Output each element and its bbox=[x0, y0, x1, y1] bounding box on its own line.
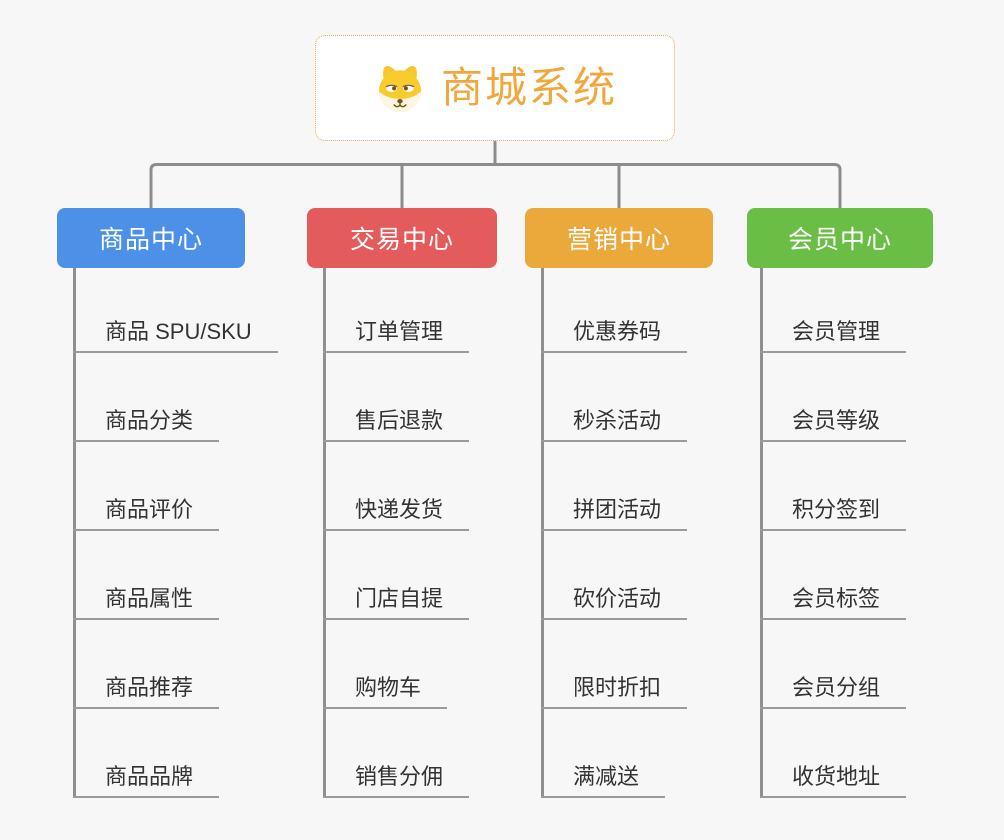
item-column-trade-center: 订单管理 售后退款 快递发货 门店自提 购物车 销售分佣 bbox=[323, 264, 470, 798]
leaf-label: 商品评价 bbox=[105, 497, 194, 522]
leaf-node[interactable]: 积分签到 bbox=[760, 442, 907, 531]
leaf-label: 商品品牌 bbox=[105, 764, 194, 789]
root-title: 商城系统 bbox=[440, 64, 617, 111]
leaf-label: 商品分类 bbox=[105, 408, 194, 433]
branch-node-trade-center[interactable]: 交易中心 bbox=[307, 208, 497, 268]
leaf-node[interactable]: 收货地址 bbox=[760, 709, 907, 798]
leaf-label: 秒杀活动 bbox=[573, 408, 662, 433]
item-column-marketing-center: 优惠券码 秒杀活动 拼团活动 砍价活动 限时折扣 满减送 bbox=[541, 264, 688, 798]
leaf-label: 商品 SPU/SKU bbox=[105, 319, 252, 344]
leaf-label: 销售分佣 bbox=[355, 764, 444, 789]
leaf-node[interactable]: 会员分组 bbox=[760, 620, 907, 709]
leaf-node[interactable]: 商品评价 bbox=[73, 442, 220, 531]
leaf-node[interactable]: 订单管理 bbox=[323, 264, 470, 353]
leaf-label: 会员标签 bbox=[792, 586, 881, 611]
leaf-label: 会员管理 bbox=[792, 319, 881, 344]
leaf-node[interactable]: 砍价活动 bbox=[541, 531, 688, 620]
leaf-label: 满减送 bbox=[573, 764, 640, 789]
branch-label: 营销中心 bbox=[566, 226, 671, 254]
leaf-node[interactable]: 拼团活动 bbox=[541, 442, 688, 531]
branch-node-product-center[interactable]: 商品中心 bbox=[57, 208, 245, 268]
leaf-node[interactable]: 售后退款 bbox=[323, 353, 470, 442]
leaf-node[interactable]: 商品属性 bbox=[73, 531, 220, 620]
leaf-label: 拼团活动 bbox=[573, 497, 662, 522]
leaf-label: 商品推荐 bbox=[105, 675, 194, 700]
leaf-label: 砍价活动 bbox=[573, 586, 662, 611]
item-column-product-center: 商品 SPU/SKU 商品分类 商品评价 商品属性 商品推荐 商品品牌 bbox=[73, 264, 278, 798]
item-column-member-center: 会员管理 会员等级 积分签到 会员标签 会员分组 收货地址 bbox=[760, 264, 907, 798]
leaf-label: 优惠券码 bbox=[573, 319, 662, 344]
branch-label: 会员中心 bbox=[787, 226, 892, 254]
doge-icon bbox=[378, 65, 422, 113]
branch-node-member-center[interactable]: 会员中心 bbox=[747, 208, 933, 268]
leaf-label: 会员分组 bbox=[792, 675, 881, 700]
branch-label: 交易中心 bbox=[349, 226, 454, 254]
leaf-node[interactable]: 商品 SPU/SKU bbox=[73, 264, 278, 353]
root-node[interactable]: 商城系统 bbox=[315, 35, 675, 141]
leaf-label: 快递发货 bbox=[355, 497, 444, 522]
leaf-node[interactable]: 快递发货 bbox=[323, 442, 470, 531]
leaf-node[interactable]: 限时折扣 bbox=[541, 620, 688, 709]
branch-label: 商品中心 bbox=[98, 226, 203, 254]
leaf-node[interactable]: 满减送 bbox=[541, 709, 666, 798]
leaf-node[interactable]: 秒杀活动 bbox=[541, 353, 688, 442]
leaf-label: 售后退款 bbox=[355, 408, 444, 433]
leaf-node[interactable]: 会员等级 bbox=[760, 353, 907, 442]
leaf-label: 积分签到 bbox=[792, 497, 881, 522]
leaf-node[interactable]: 商品品牌 bbox=[73, 709, 220, 798]
leaf-label: 收货地址 bbox=[792, 764, 881, 789]
leaf-node[interactable]: 会员管理 bbox=[760, 264, 907, 353]
leaf-label: 订单管理 bbox=[355, 319, 444, 344]
leaf-label: 购物车 bbox=[355, 675, 422, 700]
leaf-node[interactable]: 商品分类 bbox=[73, 353, 220, 442]
branch-node-marketing-center[interactable]: 营销中心 bbox=[525, 208, 713, 268]
leaf-node[interactable]: 销售分佣 bbox=[323, 709, 470, 798]
leaf-node[interactable]: 门店自提 bbox=[323, 531, 470, 620]
leaf-label: 会员等级 bbox=[792, 408, 881, 433]
leaf-label: 商品属性 bbox=[105, 586, 194, 611]
leaf-node[interactable]: 购物车 bbox=[323, 620, 448, 709]
leaf-node[interactable]: 商品推荐 bbox=[73, 620, 220, 709]
leaf-label: 限时折扣 bbox=[573, 675, 662, 700]
leaf-node[interactable]: 优惠券码 bbox=[541, 264, 688, 353]
leaf-label: 门店自提 bbox=[355, 586, 444, 611]
leaf-node[interactable]: 会员标签 bbox=[760, 531, 907, 620]
